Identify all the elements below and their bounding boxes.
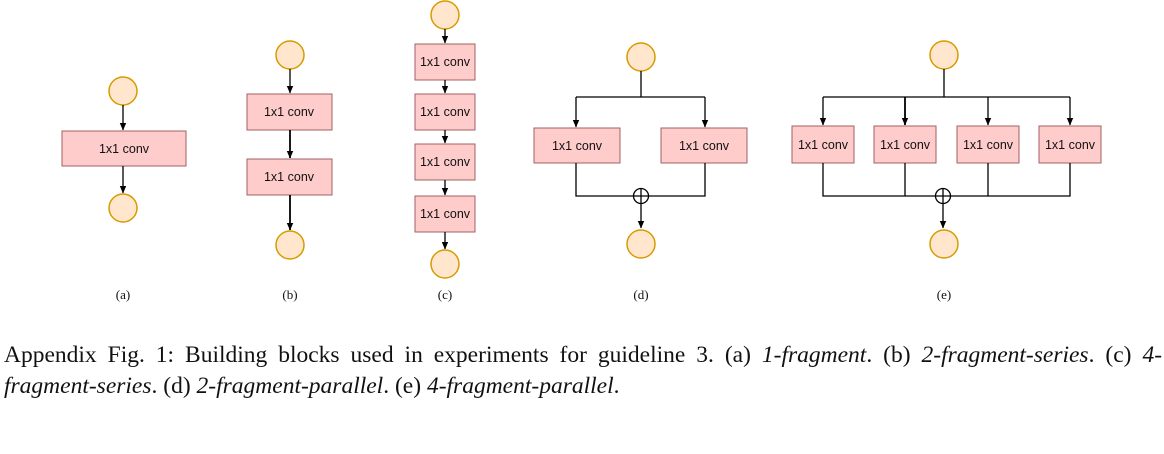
conv-block-label: 1x1 conv [1045, 138, 1096, 152]
conv-block [61, 130, 187, 167]
output-node [626, 229, 656, 259]
caption-tag-a: (a) [724, 342, 762, 368]
output-node [108, 193, 138, 223]
caption-tag-c: . (c) [1088, 342, 1143, 368]
panel-label: (a) [116, 287, 130, 302]
conv-block-label: 1x1 conv [420, 207, 471, 221]
caption-end: . [613, 373, 620, 399]
conv-block-label: 1x1 conv [420, 105, 471, 119]
panel-label: (c) [438, 287, 452, 302]
conv-block [414, 93, 476, 131]
conv-block-label: 1x1 conv [798, 138, 849, 152]
input-node [626, 42, 656, 72]
sum-node [632, 187, 650, 205]
conv-block-label: 1x1 conv [679, 139, 730, 153]
panel-label: (d) [633, 287, 648, 302]
caption-prefix: Appendix Fig. 1: [4, 342, 175, 368]
caption-tag-e: . (e) [383, 373, 427, 399]
caption-name-d: 2-fragment-parallel [196, 373, 384, 399]
input-node [108, 76, 138, 106]
conv-block [414, 43, 476, 81]
caption-tag-b: . (b) [866, 342, 922, 368]
conv-block [414, 195, 476, 233]
conv-block [246, 93, 333, 131]
panel-label: (b) [282, 287, 297, 302]
caption-tag-d: . (d) [151, 373, 197, 399]
conv-block [660, 127, 748, 164]
conv-block-label: 1x1 conv [880, 138, 931, 152]
caption-name-b: 2-fragment-series [921, 342, 1089, 368]
conv-block [956, 125, 1020, 164]
conv-block [246, 158, 333, 196]
sum-node [934, 187, 952, 205]
input-node [275, 40, 305, 70]
conv-block [791, 125, 855, 164]
conv-block-label: 1x1 conv [420, 155, 471, 169]
branch-line [823, 69, 1070, 98]
caption-name-c: 4-fragment-series [4, 342, 1163, 399]
caption-name-e: 4-fragment-parallel [426, 373, 614, 399]
output-node [430, 249, 460, 279]
conv-block [873, 125, 937, 164]
caption-lead: Building blocks used in experiments for … [174, 342, 725, 368]
output-node [929, 229, 959, 259]
conv-block-label: 1x1 conv [963, 138, 1014, 152]
conv-block [414, 143, 476, 181]
input-node [430, 0, 460, 30]
panel-e: 1x1 conv 1x1 conv 1x1 conv 1x1 conv (e) [791, 40, 1102, 302]
panel-label: (e) [937, 287, 951, 302]
conv-block-label: 1x1 conv [264, 170, 315, 184]
conv-block-label: 1x1 conv [552, 139, 603, 153]
figure-caption: Appendix Fig. 1: Building blocks used in… [4, 340, 1162, 402]
panel-c: 1x1 conv 1x1 conv 1x1 conv 1x1 conv (c) [414, 0, 476, 302]
conv-block-label: 1x1 conv [420, 55, 471, 69]
conv-block-label: 1x1 conv [264, 105, 315, 119]
caption-name-a: 1-fragment [761, 342, 867, 368]
building-blocks-diagram: 1x1 conv (a) 1x1 conv 1x1 conv (b) 1x1 c… [61, 0, 1102, 302]
input-node [929, 40, 959, 70]
panel-d: 1x1 conv 1x1 conv (d) [533, 42, 748, 302]
conv-block-label: 1x1 conv [99, 142, 150, 156]
branch-line [576, 71, 705, 98]
conv-block [533, 127, 621, 164]
merge-line [575, 163, 706, 197]
conv-block [1038, 125, 1102, 164]
panel-a: 1x1 conv (a) [61, 76, 187, 302]
output-node [275, 230, 305, 260]
panel-b: 1x1 conv 1x1 conv (b) [246, 40, 333, 302]
